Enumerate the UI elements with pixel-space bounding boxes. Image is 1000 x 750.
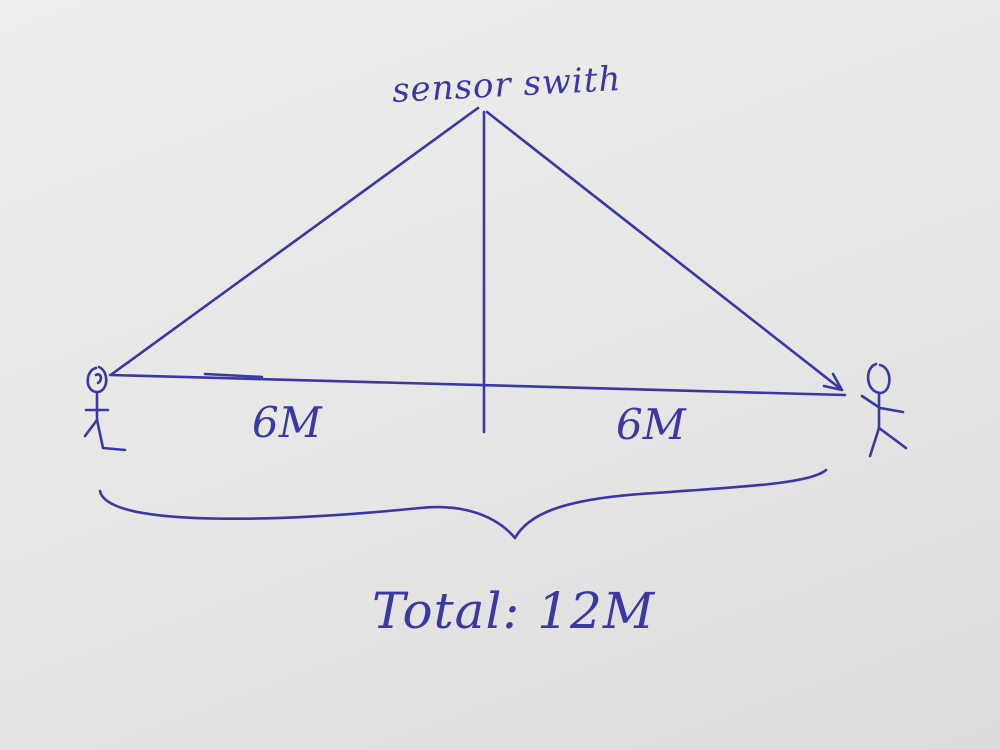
- right-diagonal-arrow: [485, 110, 844, 392]
- left-person-icon: [83, 365, 127, 452]
- right-distance-label: 6M: [616, 400, 686, 449]
- left-distance-label: 6M: [252, 398, 322, 447]
- right-arrow-head: [822, 372, 844, 392]
- baseline-overstroke: [203, 372, 264, 379]
- right-person-icon: [860, 362, 908, 458]
- total-distance-label: Total: 12M: [372, 582, 656, 640]
- left-diagonal-line: [110, 106, 480, 376]
- total-brace: [98, 468, 828, 540]
- baseline: [108, 373, 847, 397]
